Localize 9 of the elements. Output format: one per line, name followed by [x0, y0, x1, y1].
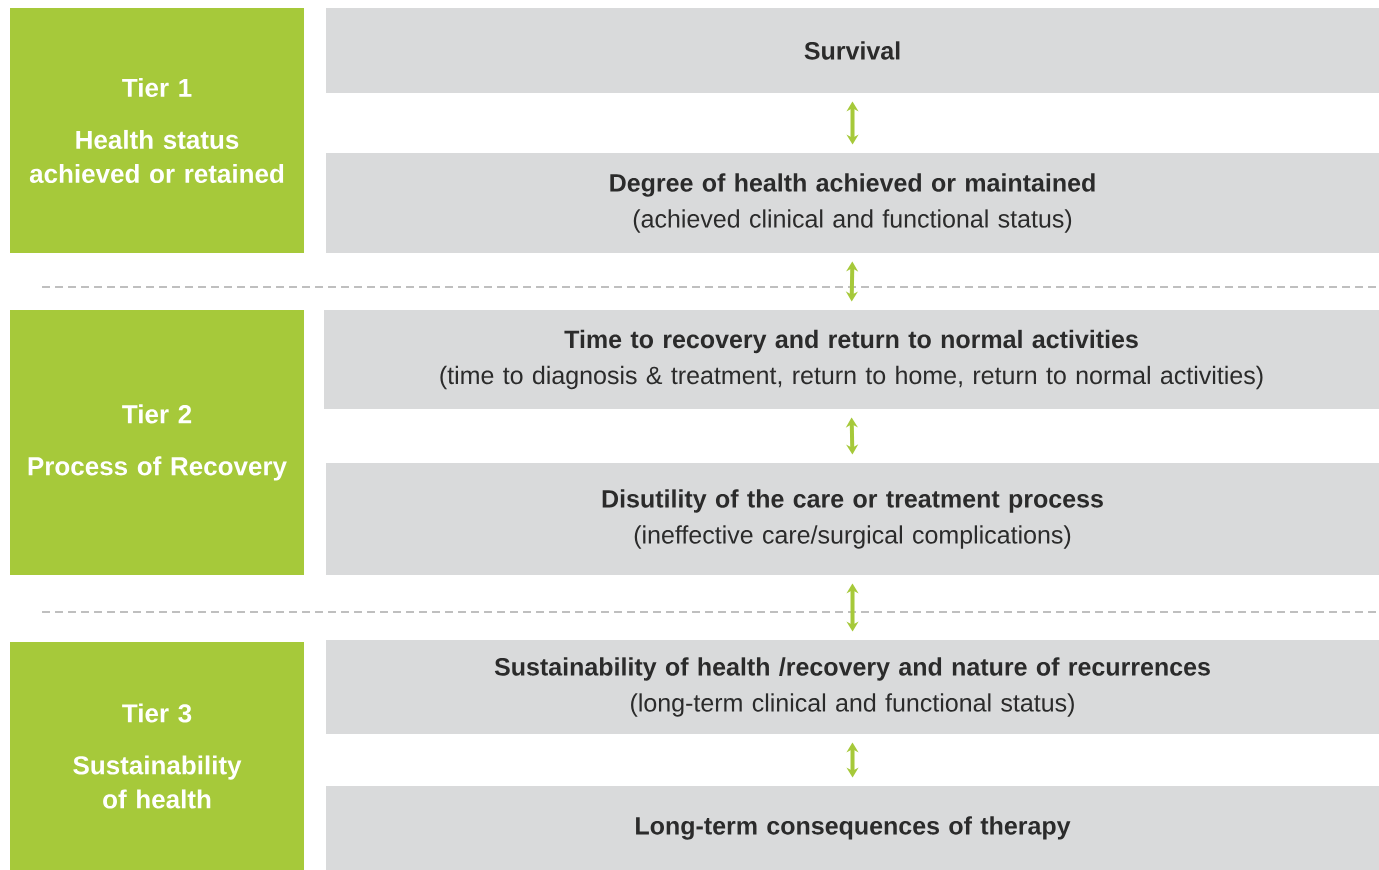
outcome-box: Sustainability of health /recovery and nature of recurrences (long-term clinical and functional status) — [326, 640, 1379, 734]
outcome-box: Long-term consequences of therapy — [326, 786, 1379, 870]
outcome-box: Survival — [326, 8, 1379, 93]
tier-box: Tier 1 Health status achieved or retained — [10, 8, 304, 253]
outcome-box: Disutility of the care or treatment process (ineffective care/surgical complications) — [326, 463, 1379, 575]
outcome-box: Degree of health achieved or maintained (achieved clinical and functional status) — [326, 153, 1379, 253]
tier-box: Tier 3 Sustainability of health — [10, 642, 304, 870]
outcome-box: Time to recovery and return to normal activities (time to diagnosis & treatment, return to home, return to normal activities) — [324, 310, 1379, 409]
tier-box: Tier 2 Process of Recovery — [10, 310, 304, 575]
